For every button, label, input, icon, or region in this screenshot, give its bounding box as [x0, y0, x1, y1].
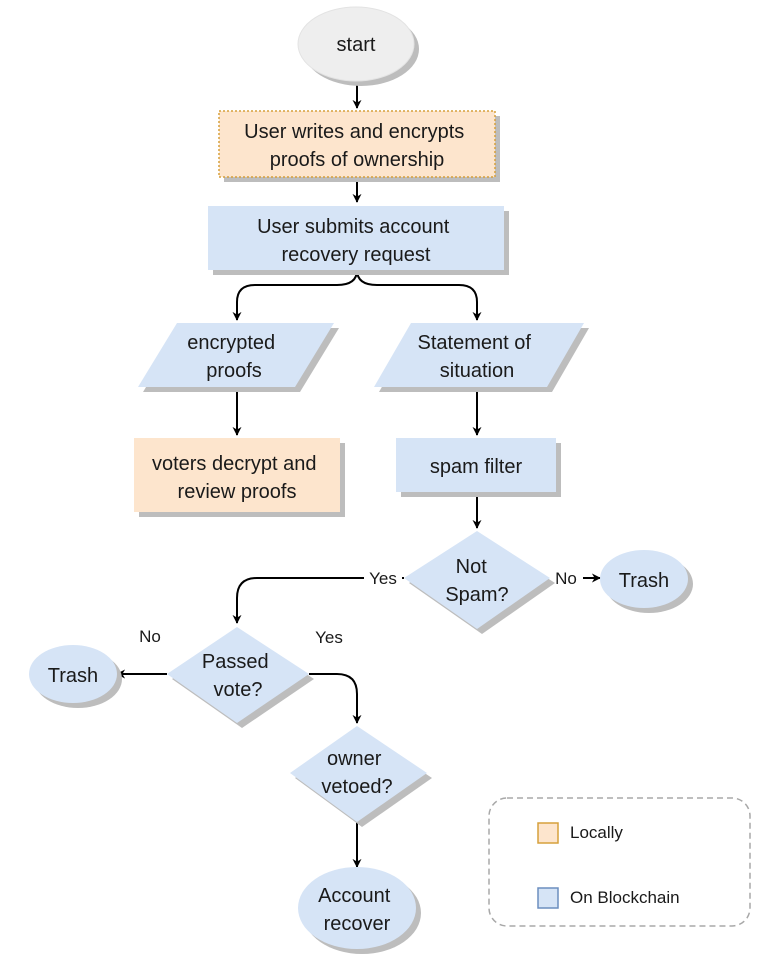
edge-submit-to-statement [356, 269, 482, 321]
node-submit-request-label: User submits account recovery request [257, 216, 455, 266]
node-passed-vote[interactable]: Passed vote? [167, 627, 314, 728]
edge-submit-to-encrypted [232, 269, 358, 321]
node-statement[interactable]: Statement of situation [374, 323, 589, 392]
node-account-recover[interactable]: Account recover [298, 867, 421, 954]
edge-label-no-spam: No [555, 569, 577, 588]
node-write-proofs-label: User writes and encrypts proofs of owner… [244, 121, 470, 171]
node-submit-request[interactable]: User submits account recovery request [208, 206, 509, 275]
edge-label-yes-spam: Yes [369, 569, 397, 588]
edge-notspam-to-passedvote [232, 577, 404, 624]
node-owner-vetoed-label: owner vetoed? [321, 748, 392, 798]
node-encrypted-proofs[interactable]: encrypted proofs [138, 323, 339, 392]
node-voters-review-label: voters decrypt and review proofs [152, 453, 322, 503]
node-spam-filter[interactable]: spam filter [396, 438, 561, 497]
node-not-spam[interactable]: Not Spam? [404, 531, 555, 634]
node-trash-left[interactable]: Trash [29, 645, 122, 708]
node-spam-filter-label: spam filter [430, 456, 523, 478]
node-write-proofs[interactable]: User writes and encrypts proofs of owner… [218, 110, 500, 182]
node-voters-review[interactable]: voters decrypt and review proofs [134, 438, 345, 517]
node-trash-left-label: Trash [48, 665, 98, 687]
edge-label-no-vote: No [139, 627, 161, 646]
node-account-recover-label: Account recover [318, 885, 396, 935]
legend: Locally On Blockchain [488, 797, 751, 927]
node-encrypted-proofs-label: encrypted proofs [187, 332, 280, 382]
legend-label-locally: Locally [570, 823, 623, 842]
edge-passedvote-to-vetoed [309, 673, 362, 724]
node-start-label: start [337, 34, 376, 56]
node-passed-vote-label: Passed vote? [202, 651, 274, 701]
node-start[interactable]: start [297, 6, 419, 86]
node-trash-right-label: Trash [619, 570, 669, 592]
node-trash-right[interactable]: Trash [600, 550, 693, 613]
edges [116, 82, 601, 868]
legend-label-blockchain: On Blockchain [570, 888, 680, 907]
legend-swatch-locally [537, 822, 559, 844]
node-not-spam-label: Not Spam? [445, 556, 508, 606]
edge-labels: Yes No No Yes [139, 568, 583, 647]
node-owner-vetoed[interactable]: owner vetoed? [290, 726, 432, 827]
edge-label-yes-vote: Yes [315, 628, 343, 647]
node-statement-label: Statement of situation [418, 332, 537, 382]
legend-swatch-blockchain [537, 887, 559, 909]
